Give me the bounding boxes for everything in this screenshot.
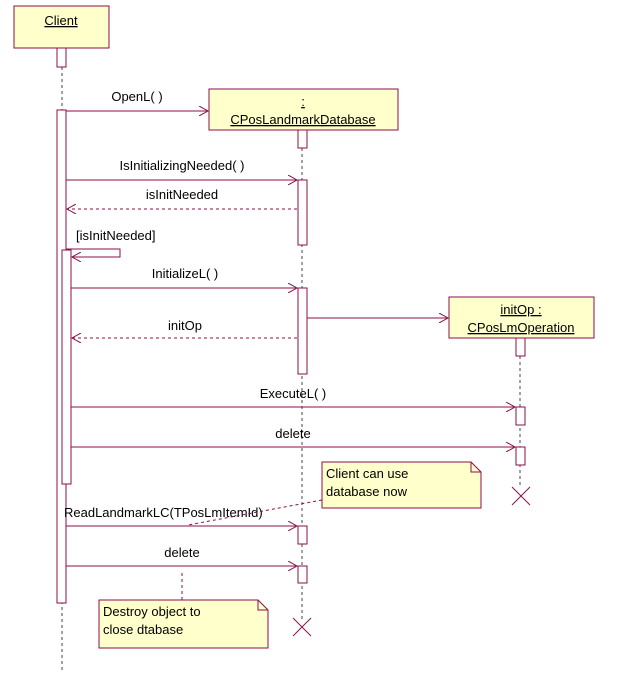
message-execute-label: ExecuteL( ) <box>260 386 326 401</box>
message-read-landmark[interactable]: ReadLandmarkLC(TPosLmItemId) <box>64 505 297 526</box>
message-initialize-label: InitializeL( ) <box>152 266 218 281</box>
database-object[interactable]: : CPosLandmarkDatabase <box>208 88 399 131</box>
message-is-init-needed-label: IsInitializingNeeded( ) <box>119 158 244 173</box>
return-init-op-label: initOp <box>168 318 202 333</box>
message-self-guard[interactable]: [isInitNeeded] <box>66 228 156 257</box>
return-is-init-needed-label: isInitNeeded <box>146 187 218 202</box>
note-client-can-use-line2: database now <box>326 484 408 499</box>
operation-activation-2 <box>515 446 526 466</box>
message-open[interactable]: OpenL( ) <box>66 89 208 111</box>
note-client-can-use-line1: Client can use <box>326 466 408 481</box>
message-initialize[interactable]: InitializeL( ) <box>71 266 297 288</box>
note-client-can-use[interactable]: Client can use database now <box>187 461 482 526</box>
operation-creation-bar <box>515 337 526 357</box>
database-activation-1 <box>297 179 308 246</box>
message-is-init-needed[interactable]: IsInitializingNeeded( ) <box>66 158 297 180</box>
client-creation-bar <box>56 47 67 68</box>
note-destroy-object-line1: Destroy object to <box>103 604 201 619</box>
database-creation-bar <box>297 129 308 149</box>
database-activation-2 <box>297 287 308 375</box>
client-object-label: Client <box>44 13 78 28</box>
note-destroy-object-line2: close dtabase <box>103 622 183 637</box>
message-execute[interactable]: ExecuteL( ) <box>71 386 515 407</box>
return-is-init-needed[interactable]: isInitNeeded <box>67 187 297 209</box>
client-nested-activation <box>61 249 72 485</box>
operation-activation-1 <box>515 406 526 426</box>
guard-label: [isInitNeeded] <box>76 228 156 243</box>
message-read-landmark-label: ReadLandmarkLC(TPosLmItemId) <box>64 505 263 520</box>
message-open-label: OpenL( ) <box>111 89 162 104</box>
database-object-colon: : <box>301 94 305 109</box>
note-destroy-object[interactable]: Destroy object to close dtabase <box>98 570 269 649</box>
database-activation-3 <box>297 525 308 545</box>
database-activation-4 <box>297 565 308 584</box>
client-object[interactable]: Client <box>13 5 110 49</box>
operation-destroy-mark <box>511 486 531 506</box>
message-delete-operation-label: delete <box>275 426 310 441</box>
message-delete-database[interactable]: delete <box>66 545 297 566</box>
return-init-op[interactable]: initOp <box>72 318 297 338</box>
operation-object[interactable]: initOp : CPosLmOperation <box>448 296 595 339</box>
operation-object-name: initOp : <box>500 302 541 317</box>
database-destroy-mark <box>292 617 312 637</box>
database-object-label: CPosLandmarkDatabase <box>230 112 375 127</box>
operation-object-label: CPosLmOperation <box>468 320 575 335</box>
message-delete-operation[interactable]: delete <box>71 426 515 447</box>
message-delete-database-label: delete <box>164 545 199 560</box>
